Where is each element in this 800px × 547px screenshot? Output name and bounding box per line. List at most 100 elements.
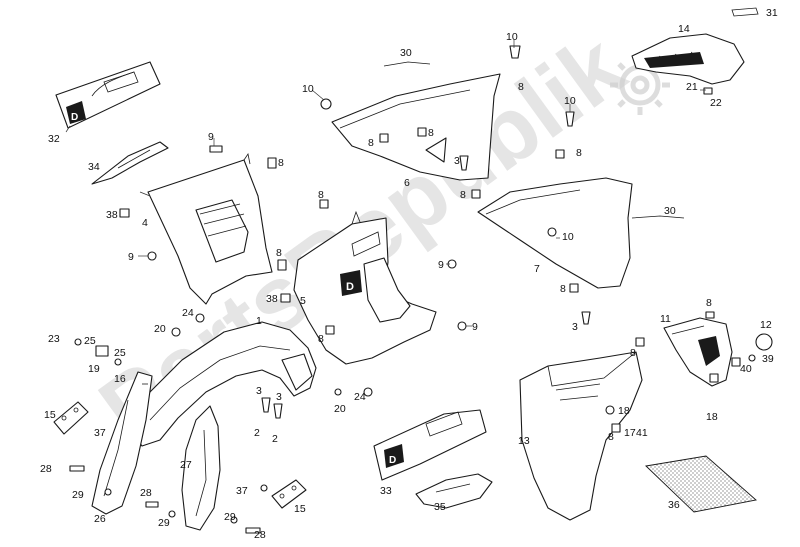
callout-29b: 29	[158, 517, 170, 529]
callout-24a: 24	[182, 307, 194, 319]
callout-36: 36	[668, 499, 680, 511]
callout-9d: 9	[472, 321, 478, 333]
part-27-right-fork-guard	[181, 405, 221, 531]
callout-39: 39	[762, 353, 774, 365]
callout-35: 35	[434, 501, 446, 513]
callout-12: 12	[760, 319, 772, 331]
callout-37a: 37	[94, 427, 106, 439]
callout-8e: 8	[576, 147, 582, 159]
part-13-rear-mudguard	[519, 351, 643, 521]
part-35-lower-panel	[415, 473, 493, 509]
callout-labels: 1 2 2 3 3 3 3 4 5 6 7 8 8 8 8 8 8 8 8 8 …	[40, 7, 778, 541]
callout-30b: 30	[664, 205, 676, 217]
callout-2a: 2	[254, 427, 260, 439]
callout-38a: 38	[106, 209, 118, 221]
callout-8k: 8	[630, 347, 636, 359]
callout-16: 16	[114, 373, 126, 385]
callout-8d: 8	[428, 127, 434, 139]
callout-21: 21	[686, 81, 698, 93]
callout-11: 11	[660, 313, 671, 325]
fasteners	[69, 45, 756, 534]
callout-29a: 29	[72, 489, 84, 501]
part-6-upper-side-panel	[331, 73, 501, 181]
callout-20b: 20	[334, 403, 346, 415]
callout-6: 6	[404, 177, 410, 189]
callout-13: 13	[518, 435, 530, 447]
part-32-decal: D	[55, 61, 161, 129]
callout-25b: 25	[114, 347, 126, 359]
callout-9a: 9	[208, 131, 214, 143]
part-38-clip-a	[119, 208, 130, 218]
callout-8h: 8	[276, 247, 282, 259]
callout-8c: 8	[368, 137, 374, 149]
callout-31: 31	[766, 7, 778, 19]
callout-15b: 15	[294, 503, 306, 515]
callout-28b: 28	[140, 487, 152, 499]
callout-3d: 3	[572, 321, 578, 333]
callout-18a: 18	[618, 405, 630, 417]
part-30-decal-strip-a	[383, 61, 431, 67]
decal-32-letter: D	[71, 112, 78, 123]
callout-18b: 18	[706, 411, 718, 423]
part-26-left-fork-guard	[91, 371, 153, 515]
callout-15a: 15	[44, 409, 56, 421]
callout-38b: 38	[266, 293, 278, 305]
part-33-decal: D	[373, 409, 487, 481]
callout-32: 32	[48, 133, 60, 145]
callout-8i: 8	[560, 283, 566, 295]
part-34-bracket	[91, 141, 169, 185]
callout-17: 17	[624, 427, 636, 439]
part-15-bracket-left	[53, 401, 89, 435]
callout-8j: 8	[318, 333, 324, 345]
callout-10b: 10	[506, 31, 518, 43]
callout-9c: 9	[438, 259, 444, 271]
part-11-plate-holder	[663, 317, 733, 387]
callout-9b: 9	[128, 251, 134, 263]
part-12-reflector	[755, 333, 773, 351]
callout-14: 14	[678, 23, 690, 35]
callout-7: 7	[534, 263, 540, 275]
callout-3a: 3	[256, 385, 262, 397]
callout-27: 27	[180, 459, 192, 471]
callout-10a: 10	[302, 83, 314, 95]
decal-5-letter: D	[346, 281, 354, 293]
part-30-decal-strip-b	[631, 215, 685, 219]
callout-5: 5	[300, 295, 306, 307]
callout-41: 41	[636, 427, 648, 439]
callout-22: 22	[710, 97, 722, 109]
callout-3c: 3	[454, 155, 460, 167]
callout-24b: 24	[354, 391, 366, 403]
part-14-tail-piece	[631, 33, 745, 85]
callout-33: 33	[380, 485, 392, 497]
callout-30a: 30	[400, 47, 412, 59]
callout-26: 26	[94, 513, 106, 525]
leader-lines	[65, 40, 706, 327]
callout-8l: 8	[706, 297, 712, 309]
part-31-sticker	[731, 7, 759, 17]
callout-10c: 10	[564, 95, 576, 107]
callout-8g: 8	[318, 189, 324, 201]
part-38-clip-b	[280, 293, 291, 303]
callout-8a: 8	[518, 81, 524, 93]
part-36-plate	[645, 455, 757, 513]
callout-8f: 8	[460, 189, 466, 201]
part-15-bracket-right	[271, 479, 307, 509]
callout-3b: 3	[276, 391, 282, 403]
part-1-front-fender	[129, 321, 317, 447]
callout-40: 40	[740, 363, 752, 375]
callout-8b: 8	[278, 157, 284, 169]
callout-23: 23	[48, 333, 60, 345]
callout-25a: 25	[84, 335, 96, 347]
decal-33-letter: D	[389, 455, 396, 466]
callout-20a: 20	[154, 323, 166, 335]
callout-28c: 28	[254, 529, 266, 541]
part-4-left-shroud	[147, 152, 273, 305]
callout-19: 19	[88, 363, 100, 375]
callout-37b: 37	[236, 485, 248, 497]
callout-28a: 28	[40, 463, 52, 475]
callout-34: 34	[88, 161, 100, 173]
callout-1: 1	[256, 315, 262, 327]
callout-2b: 2	[272, 433, 278, 445]
callout-4: 4	[142, 217, 148, 229]
